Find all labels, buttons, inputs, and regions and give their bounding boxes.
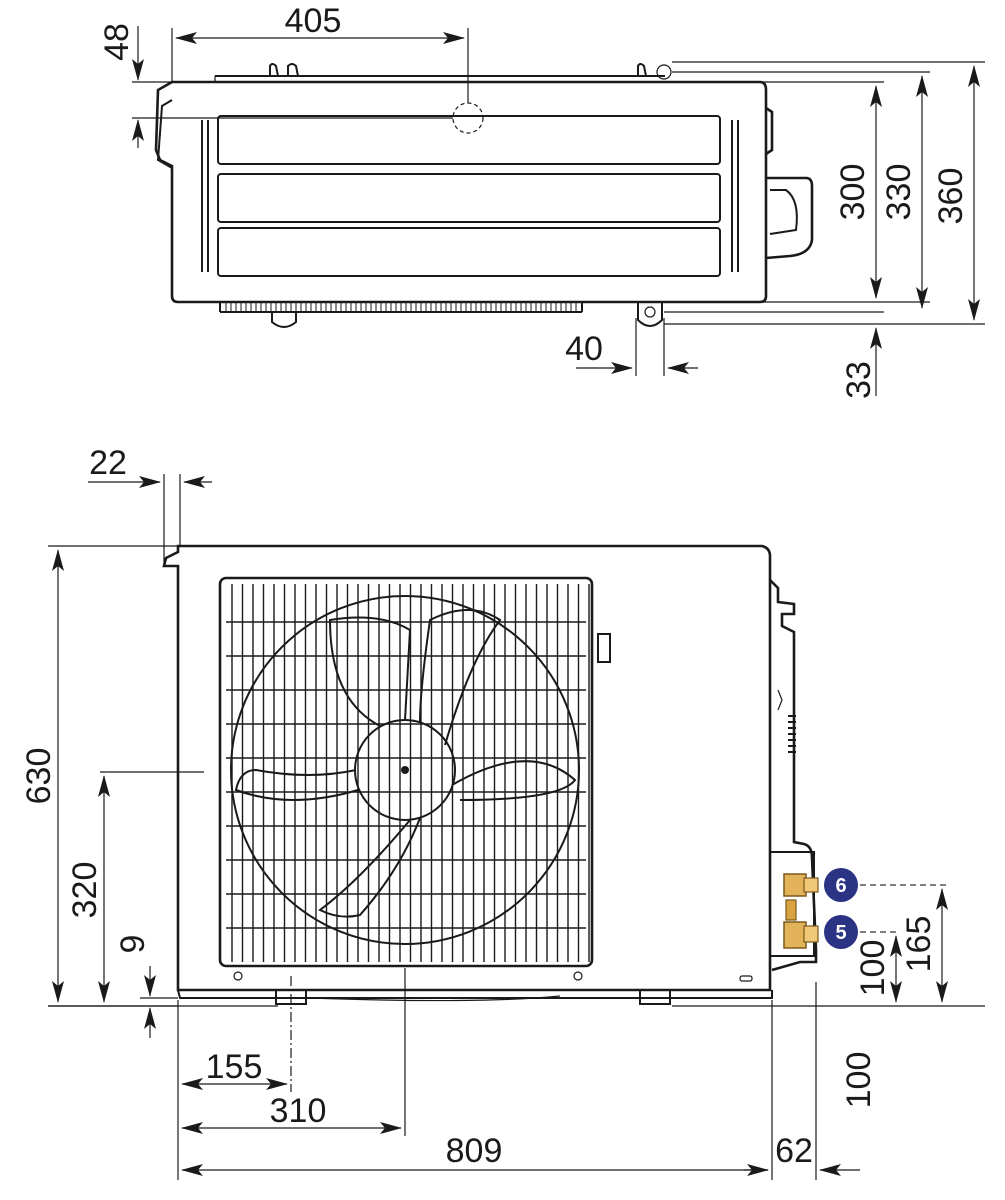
top-view-right-bump (765, 106, 774, 156)
top-view: 405 48 300 330 360 33 40 (98, 2, 985, 399)
grille-label-plate (597, 633, 611, 663)
front-foot-right (639, 990, 671, 1005)
top-panel-3 (217, 227, 721, 277)
fan-grille-frame (218, 576, 594, 968)
top-view-bolt (656, 64, 672, 80)
dim-label-165: 165 (900, 916, 938, 973)
top-view-hole-dashed (452, 102, 484, 134)
fan-blade-4 (318, 817, 421, 918)
fan-grille (226, 584, 590, 962)
dim-label-155: 155 (206, 1048, 263, 1086)
dim-label-62: 62 (775, 1132, 813, 1170)
top-view-grille (225, 302, 577, 312)
top-view-tab-right (637, 63, 647, 77)
valve-upper (783, 873, 807, 897)
top-view-left-edge (156, 99, 173, 169)
dim-label-33: 33 (840, 361, 878, 399)
dim-label-330: 330 (880, 164, 918, 221)
dim-label-405: 405 (285, 2, 342, 40)
dim-label-9: 9 (114, 935, 152, 954)
dim-label-48: 48 (98, 23, 136, 61)
service-valves (769, 851, 819, 957)
front-view-base (177, 989, 773, 999)
fan-center (401, 766, 409, 774)
fan-blade-1 (328, 616, 412, 727)
fan-blade-5 (234, 768, 359, 801)
top-panel-2 (217, 173, 721, 223)
top-view-tab-left (269, 63, 299, 77)
front-view: 6 5 22 630 320 9 (20, 444, 985, 1180)
fan-blade-3 (451, 760, 577, 801)
dim-label-22: 22 (89, 444, 127, 482)
dim-label-630: 630 (20, 748, 58, 805)
dim-label-310: 310 (270, 1092, 327, 1130)
badge-5: 5 (824, 915, 858, 949)
dim-label-809: 809 (446, 1132, 503, 1170)
front-view-side-panel (769, 579, 818, 972)
fan-shroud-circle (230, 595, 580, 945)
top-view-pipe-housing (765, 176, 814, 260)
valve-lower (783, 921, 807, 949)
dim-label-100-clearance: 100 (840, 1052, 878, 1109)
badge-6: 6 (824, 868, 858, 902)
front-view-body (162, 544, 772, 992)
dim-label-320: 320 (66, 862, 104, 919)
top-panel-1 (217, 115, 721, 165)
side-vents (788, 715, 796, 753)
dim-label-300: 300 (834, 164, 872, 221)
dim-label-100-port: 100 (854, 940, 892, 997)
top-view-foot-left (271, 312, 297, 328)
badge-5-label: 5 (835, 922, 846, 944)
dim-label-360: 360 (932, 168, 970, 225)
top-view-foot-right (637, 302, 663, 327)
badge-6-label: 6 (835, 875, 846, 897)
dim-label-40: 40 (565, 330, 603, 368)
fan-blade-2 (419, 609, 502, 746)
